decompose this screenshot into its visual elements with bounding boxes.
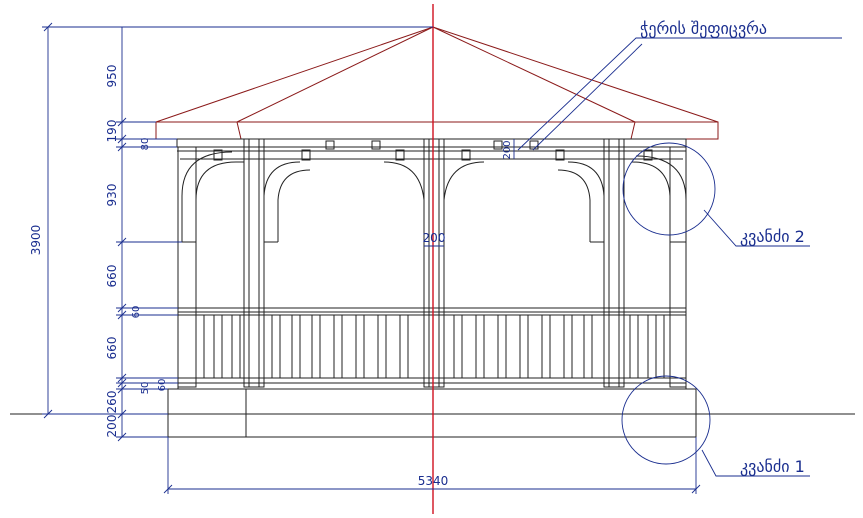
dim-beam: 80 — [140, 138, 151, 151]
dim-rail-bottom-b: 60 — [157, 379, 168, 392]
dim-ground: 200 — [105, 415, 119, 438]
gazebo-structure — [167, 138, 697, 438]
roof — [155, 26, 719, 140]
dim-upper-open: 660 — [105, 265, 119, 288]
dim-plinth: 260 — [105, 391, 119, 414]
dimension-lines — [42, 22, 842, 494]
dim-roof-height: 950 — [105, 65, 119, 88]
dim-eave: 190 — [105, 120, 119, 143]
dim-rail-top: 60 — [131, 306, 142, 319]
label-detail-1: კვანძი 1 — [740, 457, 805, 476]
dim-total-height: 3900 — [29, 225, 43, 256]
dim-arch: 930 — [105, 184, 119, 207]
dim-beam-spacing: 200 — [502, 140, 513, 159]
dim-rail-bottom-a: 50 — [140, 382, 151, 395]
label-roof-beam: ჭერის შეფიცვრა — [640, 19, 767, 38]
dim-total-width: 5340 — [418, 474, 449, 488]
label-detail-2: კვანძი 2 — [740, 227, 805, 246]
dim-lower-panel: 660 — [105, 337, 119, 360]
dim-post-width: 200 — [423, 231, 446, 245]
